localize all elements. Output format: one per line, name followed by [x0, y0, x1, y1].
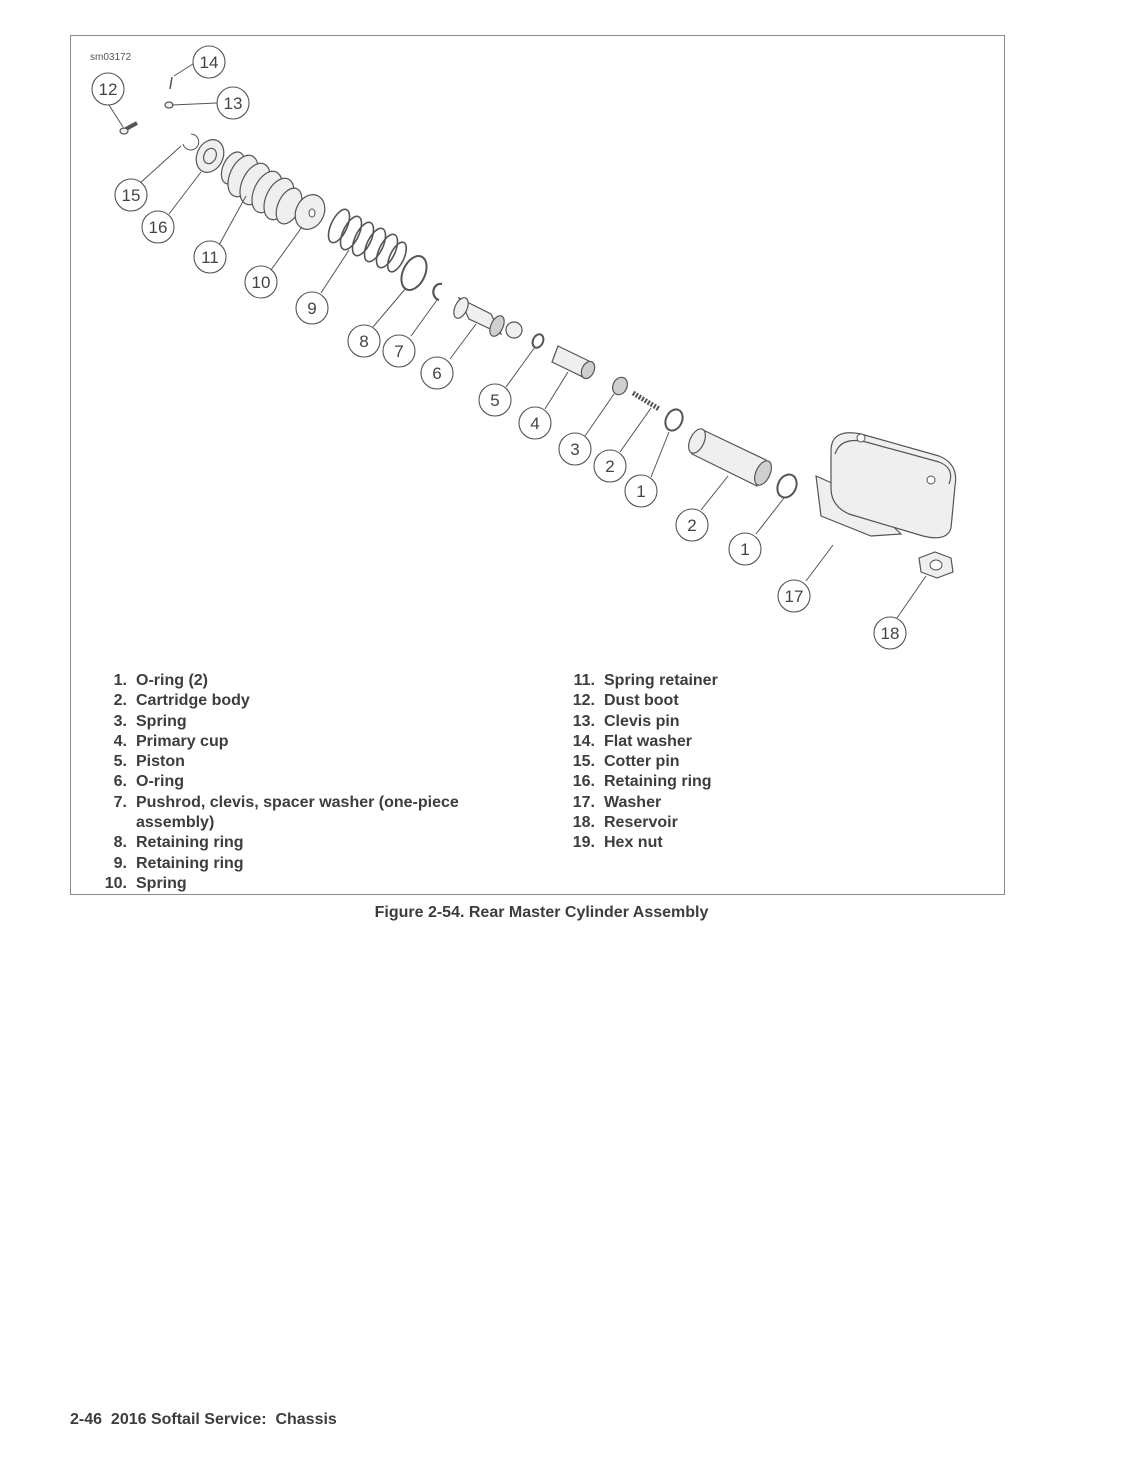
- callout-5: 4: [518, 406, 552, 440]
- legend-item: 7.Pushrod, clevis, spacer washer (one-pi…: [113, 793, 459, 832]
- svg-text:13: 13: [224, 94, 243, 113]
- page-footer: 2-46 2016 Softail Service: Chassis: [70, 1411, 337, 1428]
- callout-4: 3: [558, 432, 592, 466]
- figure-id-label: sm03172: [90, 52, 132, 63]
- legend-item: 13.Clevis pin: [572, 712, 680, 730]
- legend-item: 10.Spring: [104, 874, 187, 892]
- svg-text:1: 1: [636, 482, 645, 501]
- spring-10: [327, 208, 408, 273]
- svg-text:15: 15: [122, 186, 141, 205]
- pushrod-assembly: [453, 296, 523, 339]
- retaining-ring-8: [432, 282, 443, 302]
- dust-boot: [220, 151, 303, 225]
- svg-text:10: 10: [252, 273, 271, 292]
- callout-14: 13: [216, 86, 250, 120]
- callout-12: 11: [193, 240, 227, 274]
- callout-11: 10: [244, 265, 278, 299]
- clevis-pin: [119, 121, 138, 135]
- legend-item: 14.Flat washer: [572, 732, 693, 750]
- cotter-pin: [169, 76, 173, 90]
- callout-1b: 1: [728, 532, 762, 566]
- legend-item: 17.Washer: [572, 793, 662, 811]
- spring-3: [631, 390, 661, 412]
- svg-text:11: 11: [201, 248, 219, 267]
- reservoir: [815, 432, 957, 539]
- callout-2: 2: [675, 508, 709, 542]
- parts-legend-left: 1.O-ring (2) 2.Cartridge body 3.Spring 4…: [95, 671, 515, 894]
- o-ring-6: [531, 333, 545, 349]
- svg-text:3: 3: [570, 440, 579, 459]
- legend-item: 16.Retaining ring: [572, 773, 712, 791]
- spring-retainer: [294, 194, 326, 230]
- svg-text:18: 18: [881, 624, 900, 643]
- svg-text:2: 2: [687, 516, 696, 535]
- legend-item: 11.Spring retainer: [573, 672, 718, 689]
- svg-text:14: 14: [200, 53, 219, 72]
- o-ring-1a: [664, 408, 684, 432]
- legend-item: 12.Dust boot: [572, 692, 679, 710]
- o-ring-1b: [776, 473, 798, 499]
- svg-text:17: 17: [785, 587, 804, 606]
- svg-text:2: 2: [605, 457, 614, 476]
- svg-text:6: 6: [432, 364, 441, 383]
- callout-10: 9: [295, 291, 329, 325]
- callout-7: 6: [420, 356, 454, 390]
- callout-16: 15: [114, 178, 148, 212]
- svg-text:1: 1: [740, 540, 749, 559]
- legend-item: 4.Primary cup: [113, 732, 229, 750]
- legend-item: 19.Hex nut: [572, 834, 663, 852]
- legend-item: 9.Retaining ring: [113, 854, 244, 872]
- washer-17: [195, 139, 225, 173]
- legend-item: 8.Retaining ring: [113, 834, 244, 852]
- svg-text:7: 7: [394, 342, 403, 361]
- legend-item: 5.Piston: [113, 753, 185, 771]
- svg-text:12: 12: [99, 80, 118, 99]
- svg-text:4: 4: [530, 414, 539, 433]
- exploded-view-diagram: 14 13 12 15 16 11 10 9 8 7 6 5 4 3 2 1 2…: [91, 45, 957, 650]
- hex-nut: [918, 551, 954, 579]
- parts-legend-right: 11.Spring retainer 12.Dust boot 13.Clevi…: [563, 671, 963, 854]
- svg-text:9: 9: [307, 299, 316, 318]
- callout-17: 16: [141, 210, 175, 244]
- legend-item: 1.O-ring (2): [113, 672, 208, 689]
- callout-15: 14: [192, 45, 226, 79]
- callout-3: 2: [593, 449, 627, 483]
- callout-13: 12: [91, 72, 125, 106]
- flat-washer: [164, 101, 174, 109]
- callout-9: 8: [347, 324, 381, 358]
- figure-caption: Figure 2-54. Rear Master Cylinder Assemb…: [374, 904, 709, 921]
- svg-text:8: 8: [359, 332, 368, 351]
- legend-item: 15.Cotter pin: [572, 753, 680, 771]
- callout-18: 17: [777, 579, 811, 613]
- callout-19: 18: [873, 616, 907, 650]
- svg-text:16: 16: [149, 218, 168, 237]
- legend-item: 18.Reservoir: [572, 814, 678, 832]
- primary-cup: [612, 376, 628, 396]
- legend-item: 3.Spring: [113, 712, 187, 730]
- callout-8: 7: [382, 334, 416, 368]
- retaining-ring-9: [400, 255, 428, 291]
- callout-1a: 1: [624, 474, 658, 508]
- cartridge-body: [688, 428, 772, 487]
- piston: [551, 345, 596, 380]
- svg-text:5: 5: [490, 391, 499, 410]
- figure-frame: sm03172: [70, 35, 1005, 895]
- legend-item: 6.O-ring: [113, 773, 184, 791]
- callout-6: 5: [478, 383, 512, 417]
- retaining-ring-16: [182, 133, 200, 151]
- legend-item: 2.Cartridge body: [113, 692, 250, 710]
